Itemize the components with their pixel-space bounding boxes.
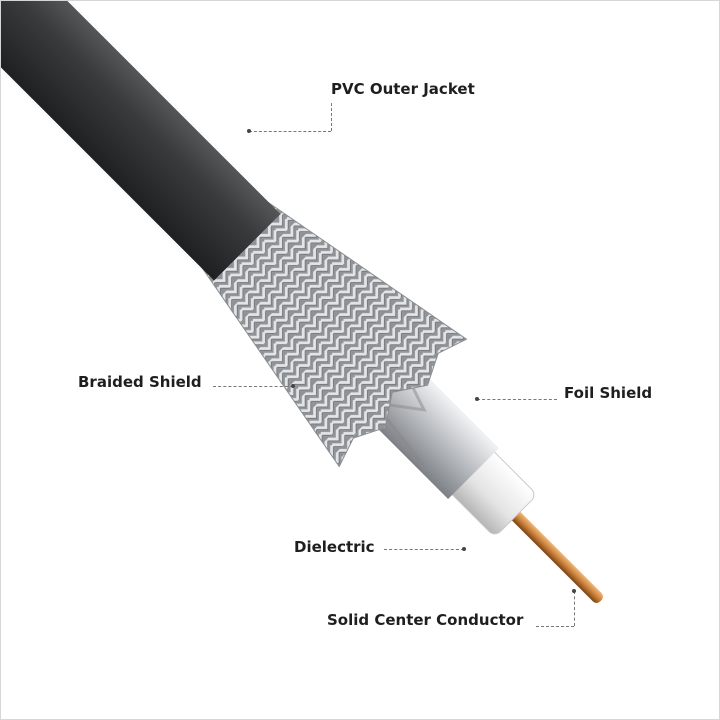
leader-dot-conductor [572,589,576,593]
pvc-outer-jacket [1,1,281,281]
label-braided-shield: Braided Shield [78,373,202,391]
leader-line-jacket [249,131,331,132]
leader-dot-dielectric [462,547,466,551]
leader-dot-jacket [247,129,251,133]
leader-dot-foil [475,397,479,401]
leader-line-dielectric [384,549,464,550]
label-foil-shield: Foil Shield [564,384,653,402]
label-pvc-outer-jacket: PVC Outer Jacket [331,80,475,98]
leader-dot-braid [291,384,295,388]
leader-line-conductor [536,626,574,627]
leader-line-braid [213,386,293,387]
center-conductor [499,499,603,603]
leader-line-conductor-vertical [574,591,575,626]
leader-line-foil [477,399,557,400]
leader-line-jacket-vertical [331,103,332,131]
label-dielectric: Dielectric [294,538,375,556]
braided-shield [199,199,468,468]
label-solid-center-conductor: Solid Center Conductor [327,611,524,629]
